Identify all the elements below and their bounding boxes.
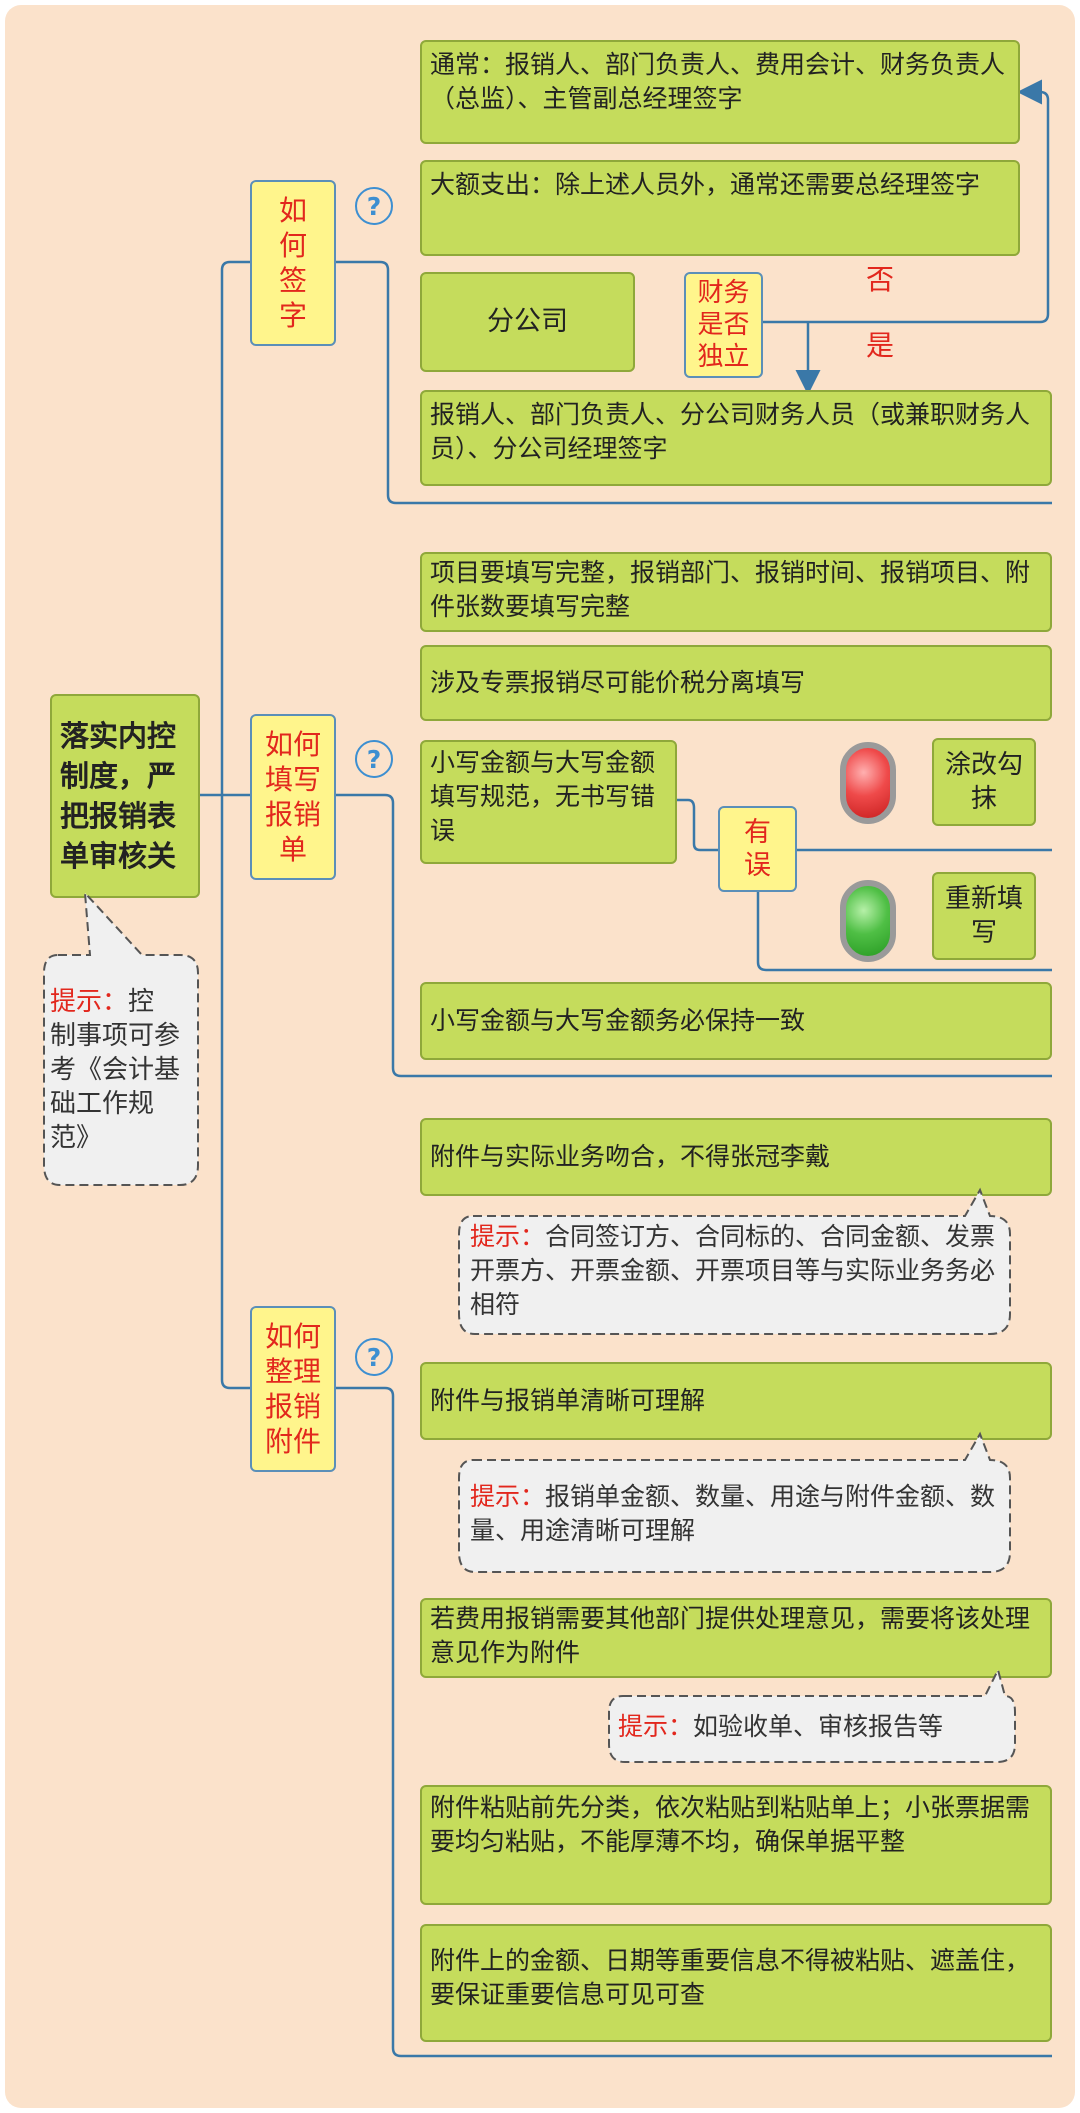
- fill-item-complete: 项目要填写完整，报销部门、报销时间、报销项目、附件张数要填写完整: [420, 552, 1052, 632]
- root-node: 落实内控制度，严把报销表单审核关: [50, 694, 200, 898]
- attach-tip3-callout: [608, 1667, 1016, 1763]
- question-icon[interactable]: ?: [355, 1338, 393, 1376]
- attach-tip1-text: 提示：合同签订方、合同标的、合同金额、发票开票方、开票金额、开票项目等与实际业务…: [470, 1222, 996, 1319]
- attach-item-visible: 附件上的金额、日期等重要信息不得被粘贴、遮盖住，要保证重要信息可见可查: [420, 1924, 1052, 2042]
- trunk-to-sign: [220, 260, 250, 271]
- finance-independent-decision: 财务是否独立: [684, 272, 763, 378]
- fill-action-rewrite: 重新填写: [932, 872, 1036, 960]
- sign-branch-office: 分公司: [420, 272, 635, 372]
- decision-no-line: [763, 79, 1050, 324]
- branch-sign-label: 如何签字: [278, 194, 307, 332]
- root-tip-body: 控制事项可参考《会计基础工作规范》: [50, 987, 181, 1153]
- attach-tip1-callout: [458, 1187, 1011, 1335]
- decision-no-label: 否: [866, 263, 895, 296]
- attach-item-clear: 附件与报销单清晰可理解: [420, 1362, 1052, 1440]
- attach-tip2-text: 提示：报销单金额、数量、用途与附件金额、数量、用途清晰可理解: [470, 1482, 996, 1545]
- fill-bracket: [336, 793, 1052, 1078]
- attach-tip2-callout: [458, 1431, 1011, 1573]
- sign-bracket: [336, 260, 1052, 505]
- branch-attach-label: 如何整理报销附件: [264, 1320, 321, 1458]
- fill-item-amount-consistent: 小写金额与大写金额务必保持一致: [420, 982, 1052, 1060]
- question-icon[interactable]: ?: [355, 740, 393, 778]
- fill-action-erase: 涂改勾抹: [932, 738, 1036, 826]
- branch-attach[interactable]: 如何整理报销附件: [250, 1306, 336, 1472]
- decision-yes-label: 是: [866, 329, 895, 362]
- sign-large: 大额支出：除上述人员外，通常还需要总经理签字: [420, 160, 1020, 256]
- green-light-icon: [840, 880, 896, 962]
- attach-item-match: 附件与实际业务吻合，不得张冠李戴: [420, 1118, 1052, 1196]
- error-green-line: [756, 886, 1052, 972]
- trunk-to-attach: [220, 1379, 250, 1390]
- fill-item-vat: 涉及专票报销尽可能价税分离填写: [420, 645, 1052, 721]
- root-tip-callout: [43, 890, 199, 1186]
- attach-item-opinion: 若费用报销需要其他部门提供处理意见，需要将该处理意见作为附件: [420, 1598, 1052, 1678]
- branch-sign[interactable]: 如何签字: [250, 180, 336, 346]
- sign-branch-signers: 报销人、部门负责人、分公司财务人员（或兼职财务人员）、分公司经理签字: [420, 390, 1052, 486]
- branch-fill[interactable]: 如何填写报销单: [250, 714, 336, 880]
- root-tip-text: 提示：控制事项可参考《会计基础工作规范》: [50, 985, 180, 1155]
- error-connector: [677, 798, 718, 852]
- root-tip-label: 提示：: [50, 987, 129, 1017]
- question-icon[interactable]: ?: [355, 187, 393, 225]
- attach-bracket: [336, 1386, 1052, 2058]
- attach-item-paste: 附件粘贴前先分类，依次粘贴到粘贴单上；小张票据需要均匀粘贴，不能厚薄不均，确保单…: [420, 1785, 1052, 1905]
- attach-tip3-text: 提示：如验收单、审核报告等: [618, 1712, 944, 1741]
- root-title: 落实内控制度，严把报销表单审核关: [60, 719, 177, 873]
- branch-fill-label: 如何填写报销单: [264, 728, 321, 866]
- error-node: 有误: [718, 806, 797, 892]
- sign-normal: 通常：报销人、部门负责人、费用会计、财务负责人（总监）、主管副总经理签字: [420, 40, 1020, 144]
- red-light-icon: [840, 742, 896, 824]
- fill-item-amount-format: 小写金额与大写金额填写规范，无书写错误: [420, 740, 677, 864]
